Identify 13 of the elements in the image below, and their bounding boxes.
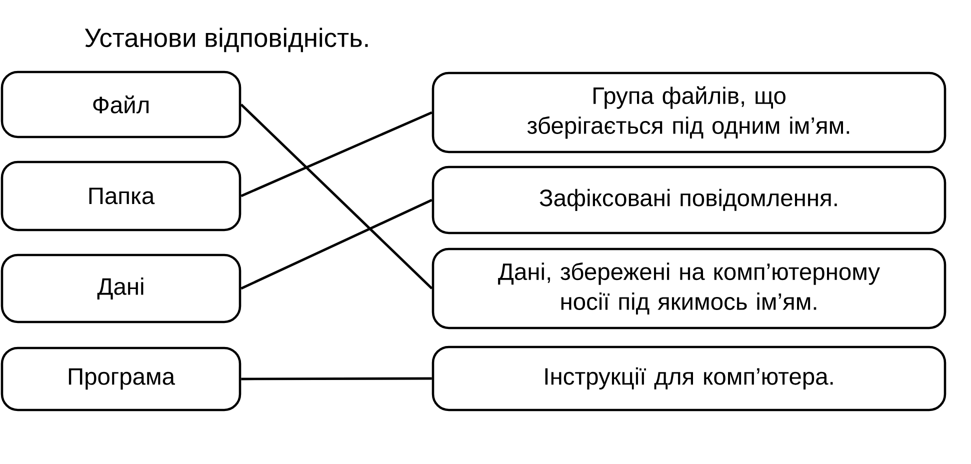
title: Установи відповідність. [84, 28, 368, 52]
text-box: Зафіксовані повідомлення. [432, 166, 946, 234]
matching-line [240, 111, 432, 198]
matching-line [240, 198, 432, 290]
text-box: Дані, збережені на комп’ютерному носії під якимось ім’ям. [432, 248, 946, 330]
text-box: Інструкції для комп’ютера. [432, 346, 946, 412]
text-box: Файл [0, 70, 242, 138]
matching-line [241, 377, 432, 380]
matching-line [240, 104, 433, 290]
text-box: Програма [0, 346, 242, 412]
text-box: Група файлів, що зберігається під одним ім’ям. [432, 72, 946, 154]
text-box: Папка [0, 160, 242, 232]
text-box: Дані [0, 254, 242, 324]
